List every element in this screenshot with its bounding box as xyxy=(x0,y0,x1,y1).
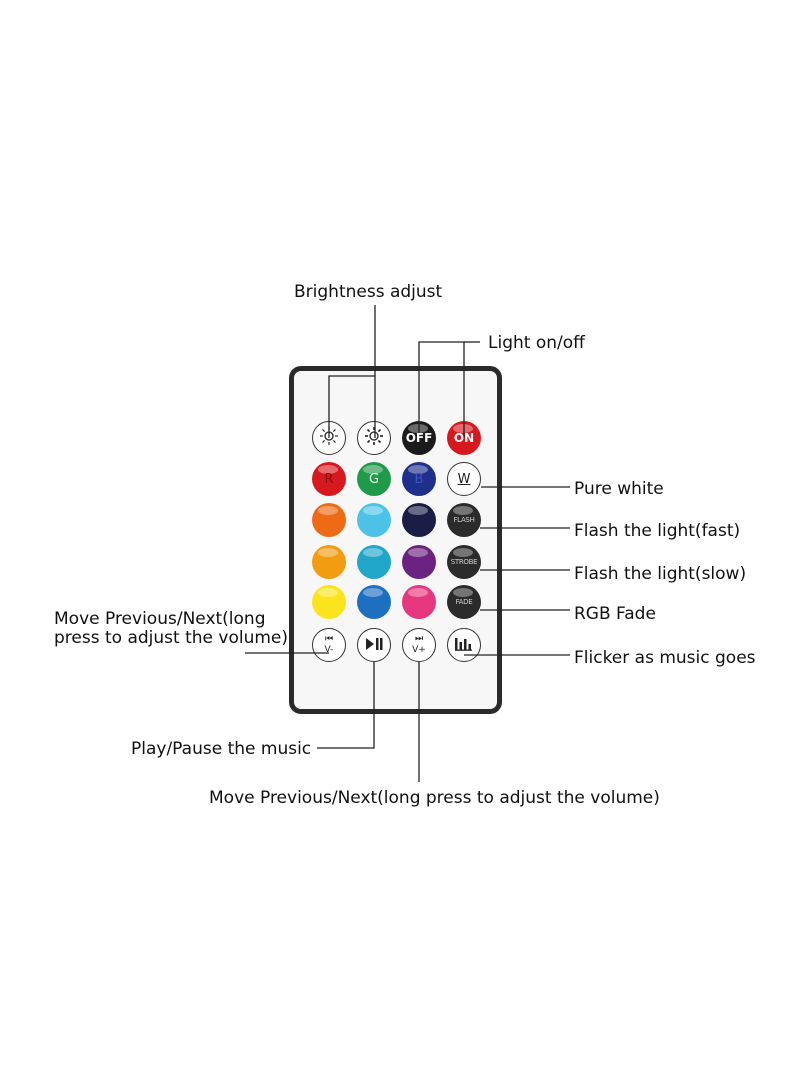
next-track-icon: ⏭ xyxy=(414,634,424,644)
blue-button-label: B xyxy=(414,471,424,487)
blue-button[interactable]: B xyxy=(402,462,436,496)
amber-button[interactable] xyxy=(312,545,346,579)
pink-button[interactable] xyxy=(402,585,436,619)
move-prev-next-left-line1: Move Previous/Next(long xyxy=(54,609,266,629)
play-pause-icon xyxy=(364,636,384,655)
flash-button[interactable]: FLASH xyxy=(447,503,481,537)
yellow-button[interactable] xyxy=(312,585,346,619)
white-button-label: W xyxy=(457,471,471,487)
flash-button-label: FLASH xyxy=(453,516,475,524)
move-prev-next-bottom-label: Move Previous/Next(long press to adjust … xyxy=(209,788,660,808)
v-minus-label: V- xyxy=(324,645,334,655)
play-pause-callout-line xyxy=(317,662,375,749)
move-prev-next-left-line2: press to adjust the volume) xyxy=(54,628,288,648)
brightness-up-button[interactable] xyxy=(357,421,391,455)
v-plus-label: V+ xyxy=(412,645,426,655)
teal-button[interactable] xyxy=(357,545,391,579)
next-volume-up-button[interactable]: ⏭ V+ xyxy=(402,628,436,662)
play-pause-label: Play/Pause the music xyxy=(131,739,312,759)
white-button[interactable]: W xyxy=(447,462,481,496)
fade-button[interactable]: FADE xyxy=(447,585,481,619)
rgb-fade-label: RGB Fade xyxy=(574,604,656,624)
fade-button-label: FADE xyxy=(455,598,473,606)
green-button[interactable]: G xyxy=(357,462,391,496)
sun-large-icon xyxy=(364,426,384,450)
equalizer-icon xyxy=(454,635,474,655)
brightness-down-connector xyxy=(328,375,375,438)
off-button-label: OFF xyxy=(405,431,433,445)
on-button-label: ON xyxy=(453,431,475,445)
cyan-button[interactable] xyxy=(357,503,391,537)
previous-volume-down-button[interactable]: ⏮ V- xyxy=(312,628,346,662)
flash-slow-label: Flash the light(slow) xyxy=(574,564,747,584)
green-button-label: G xyxy=(368,471,380,487)
brightness-down-button[interactable] xyxy=(312,421,346,455)
strobe-button-label: STROBE xyxy=(450,558,478,566)
light-onoff-callout-line xyxy=(418,341,465,438)
play-pause-button[interactable] xyxy=(357,628,391,662)
brightness-adjust-label: Brightness adjust xyxy=(294,282,443,302)
red-button-label: R xyxy=(324,471,334,487)
pure-white-label: Pure white xyxy=(574,479,664,499)
orange-button[interactable] xyxy=(312,503,346,537)
purple-button[interactable] xyxy=(402,545,436,579)
strobe-button[interactable]: STROBE xyxy=(447,545,481,579)
sun-small-icon xyxy=(319,426,339,450)
red-button[interactable]: R xyxy=(312,462,346,496)
sky-blue-button[interactable] xyxy=(357,585,391,619)
flicker-music-label: Flicker as music goes xyxy=(574,648,756,668)
flash-fast-label: Flash the light(fast) xyxy=(574,521,741,541)
previous-track-icon: ⏮ xyxy=(324,634,334,644)
music-mode-button[interactable] xyxy=(447,628,481,662)
light-onoff-label: Light on/off xyxy=(488,333,585,353)
navy-button[interactable] xyxy=(402,503,436,537)
